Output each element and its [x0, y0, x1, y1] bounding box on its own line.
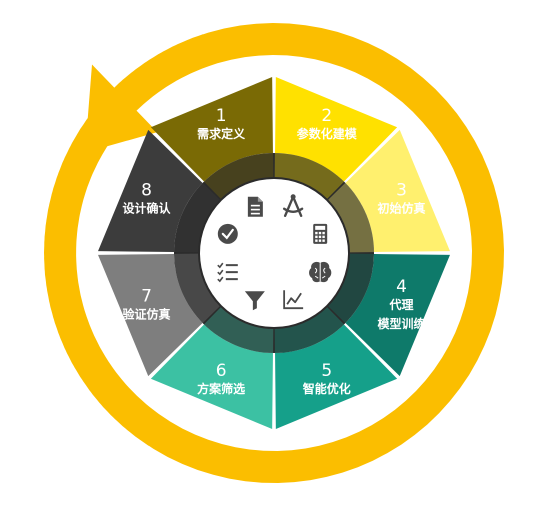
segment-4-label: 代理 [388, 297, 413, 312]
document-icon [247, 196, 263, 217]
segment-5-number: 5 [321, 361, 332, 381]
segment-8 [98, 129, 203, 252]
inner-ring-tint-8 [174, 182, 220, 253]
segment-4-label: 模型训练 [377, 316, 425, 331]
center-disc [200, 179, 348, 327]
inner-ring-tint-1 [203, 153, 274, 199]
cycle-arrow-head [85, 64, 158, 153]
segment-1 [150, 77, 273, 182]
segment-2-number: 2 [321, 106, 332, 126]
inner-ring [174, 153, 374, 353]
segment-6-number: 6 [216, 361, 227, 381]
segment-7 [98, 254, 203, 377]
compass-icon [282, 194, 304, 218]
inner-ring-tint-3 [328, 182, 374, 253]
segment-6 [150, 324, 273, 429]
checklist-icon [217, 262, 238, 283]
segment-2 [275, 77, 398, 182]
segment-7-label: 验证仿真 [122, 306, 170, 321]
center-icons [217, 194, 332, 311]
segment-5 [275, 324, 398, 429]
check-circle-icon [217, 223, 238, 244]
segment-8-number: 8 [141, 181, 152, 201]
cycle-arrow [44, 23, 504, 483]
segment-ring [98, 77, 450, 429]
segment-8-label: 设计确认 [122, 201, 171, 216]
brain-icon [309, 261, 332, 283]
inner-ring-tint-2 [274, 153, 345, 199]
segment-3-number: 3 [396, 181, 407, 201]
inner-ring-tint-6 [203, 307, 274, 353]
line-chart-icon [283, 290, 304, 310]
segment-4 [345, 254, 450, 377]
segment-6-label: 方案筛选 [197, 381, 245, 396]
segment-1-number: 1 [216, 106, 227, 126]
segment-3 [345, 129, 450, 252]
inner-ring-tint-4 [328, 253, 374, 324]
segment-4-number: 4 [396, 277, 407, 297]
segment-5-label: 智能优化 [302, 381, 351, 396]
segment-2-label: 参数化建模 [297, 126, 358, 141]
segment-7-number: 7 [141, 286, 152, 306]
segment-3-label: 初始仿真 [377, 201, 425, 216]
inner-ring-tint-5 [274, 307, 345, 353]
filter-icon [244, 291, 265, 311]
inner-ring-tint-7 [174, 253, 220, 324]
calculator-icon [313, 223, 328, 244]
segment-1-label: 需求定义 [197, 126, 246, 141]
